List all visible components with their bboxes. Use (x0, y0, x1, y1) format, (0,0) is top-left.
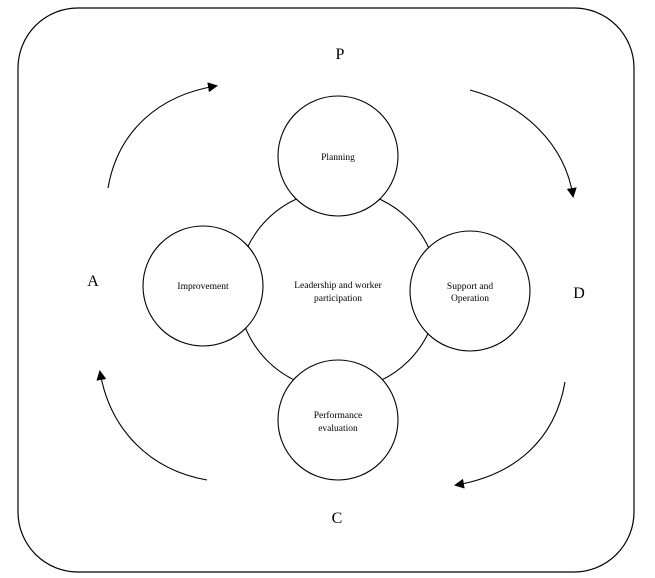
arrow-a-to-p (107, 82, 218, 189)
label-d: D (573, 285, 585, 302)
outer-frame (17, 7, 635, 573)
node-performance-label-line1: Performance (314, 410, 363, 421)
node-support-label-line2: Operation (451, 294, 489, 304)
node-improvement-label: Improvement (177, 282, 229, 292)
center-label-line2: participation (314, 294, 362, 304)
label-p: P (336, 46, 345, 63)
node-planning-circle (277, 95, 399, 217)
node-performance-evaluation-circle (277, 359, 399, 481)
node-support-label-line1: Support and (447, 282, 493, 292)
center-label-line1: Leadership and worker (294, 281, 382, 291)
arrow-c-to-a (96, 370, 208, 481)
node-support-operation-circle (409, 230, 531, 352)
arrow-d-to-c (454, 381, 566, 489)
arrow-p-to-d (469, 89, 577, 198)
label-a: A (87, 273, 99, 290)
node-planning-label: Planning (321, 153, 355, 163)
node-improvement-circle (142, 225, 264, 347)
node-performance-label-line2: evaluation (318, 424, 358, 434)
label-c: C (332, 510, 343, 527)
